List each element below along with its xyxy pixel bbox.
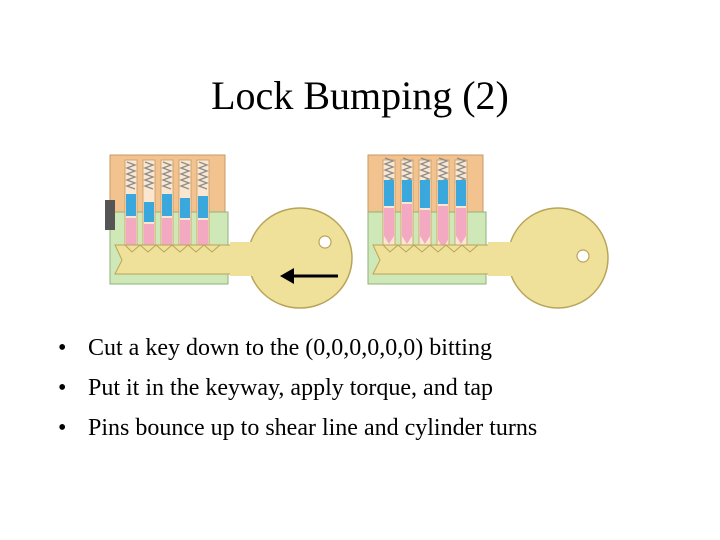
bump-key-bow (247, 207, 353, 309)
bullet-item: Put it in the keyway, apply torque, and … (58, 368, 698, 408)
lock-bumping-illustration (105, 154, 609, 309)
arrow-left-icon (280, 268, 338, 284)
bullet-item: Cut a key down to the (0,0,0,0,0,0) bitt… (58, 328, 698, 368)
bullet-list: Cut a key down to the (0,0,0,0,0,0) bitt… (58, 328, 698, 448)
slide-title: Lock Bumping (2) (211, 73, 509, 118)
pin-stacks-after (382, 157, 468, 251)
lock-after-bump (367, 154, 609, 309)
lock-before-bump (105, 154, 353, 309)
bullet-item: Pins bounce up to shear line and cylinde… (58, 408, 698, 448)
